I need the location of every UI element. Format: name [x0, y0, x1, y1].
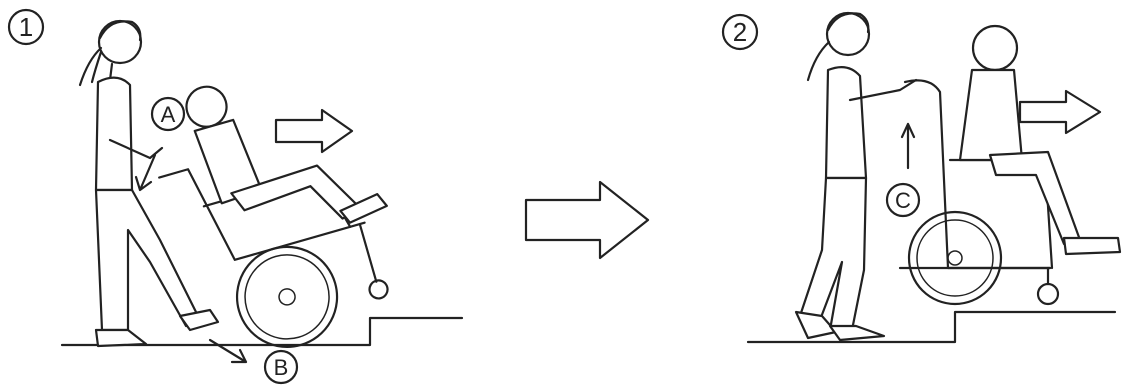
step-1-panel: 1	[9, 10, 462, 383]
next-step-arrow	[526, 182, 648, 258]
step-2-label-c-badge: C	[887, 184, 919, 216]
step-1-label-a: A	[161, 102, 176, 127]
step-1-label-b: B	[274, 355, 289, 380]
step-1-wheelchair	[139, 47, 418, 370]
step-1-direction-arrow	[276, 110, 352, 152]
step-1-label-b-badge: B	[265, 351, 297, 383]
step-1-arrow-a	[136, 155, 155, 190]
step-1-arrow-b	[210, 340, 246, 362]
step-2-number-badge: 2	[723, 15, 757, 49]
step-2-arrow-c	[902, 124, 914, 168]
step-2-direction-arrow	[1020, 91, 1100, 133]
step-2-number: 2	[733, 17, 747, 47]
step-1-label-a-badge: A	[152, 98, 184, 130]
step-1-number: 1	[19, 12, 33, 42]
step-1-number-badge: 1	[9, 10, 43, 44]
step-2-panel: 2	[723, 13, 1120, 342]
step-2-label-c: C	[895, 188, 911, 213]
step-2-wheelchair	[900, 26, 1120, 304]
step-2-caregiver	[796, 13, 916, 340]
